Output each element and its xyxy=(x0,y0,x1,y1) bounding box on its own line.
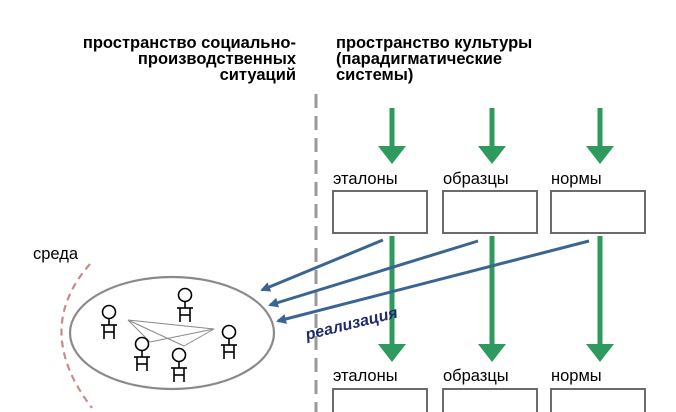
middle-arrows xyxy=(378,236,614,362)
top-arrow-2 xyxy=(478,108,506,164)
left-title-line-1: пространство социально- xyxy=(83,34,296,52)
top-arrow-1 xyxy=(378,108,406,164)
left-title-line-3: ситуаций xyxy=(220,66,296,84)
middle-arrow-2 xyxy=(478,236,506,362)
person-icon-1 xyxy=(101,304,117,339)
bottom-box-normy xyxy=(550,388,646,412)
left-title-line-2: производственных xyxy=(138,50,297,68)
environment-arc xyxy=(60,263,93,409)
bottom-label-obraztsy: образцы xyxy=(443,367,509,385)
right-title-line-1: пространство культуры xyxy=(336,34,532,52)
bottom-box-etalony xyxy=(332,388,428,412)
top-arrow-3 xyxy=(586,108,614,164)
person-figures xyxy=(101,287,237,382)
top-arrows xyxy=(378,108,614,164)
bottom-box-obraztsy xyxy=(442,388,538,412)
top-label-obraztsy: образцы xyxy=(443,170,509,188)
realization-arrow-1 xyxy=(260,238,384,292)
environment-label: среда xyxy=(33,245,79,263)
bottom-label-normy: нормы xyxy=(551,367,602,385)
top-label-normy: нормы xyxy=(551,170,602,188)
social-situation-ellipse xyxy=(68,275,276,391)
realization-arrow-2 xyxy=(268,239,479,308)
right-title-line-3: системы) xyxy=(336,66,413,84)
person-icon-5 xyxy=(171,347,187,382)
right-title-line-2: (парадигматические xyxy=(336,50,502,68)
person-icon-4 xyxy=(134,336,150,371)
middle-arrow-1 xyxy=(378,236,406,362)
top-box-obraztsy xyxy=(442,190,538,234)
top-label-etalony: эталоны xyxy=(333,170,398,188)
top-box-normy xyxy=(550,190,646,234)
person-icon-3 xyxy=(221,324,237,359)
middle-arrow-3 xyxy=(586,236,614,362)
person-icon-2 xyxy=(177,287,193,322)
bottom-label-etalony: эталоны xyxy=(333,367,398,385)
realization-arrows xyxy=(260,238,590,324)
top-box-etalony xyxy=(332,190,428,234)
realization-arrow-3 xyxy=(276,239,590,324)
